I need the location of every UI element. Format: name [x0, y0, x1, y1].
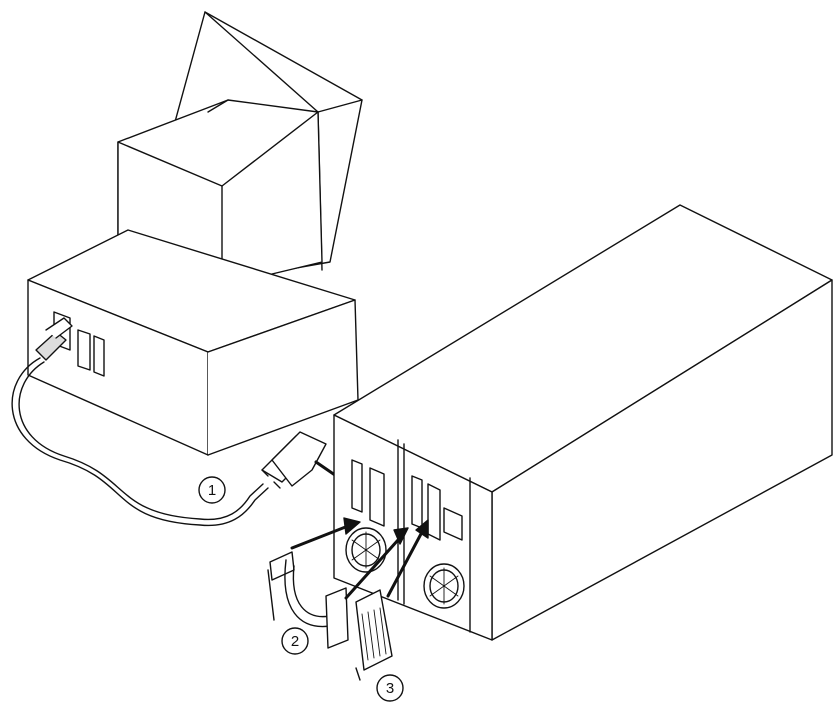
jumper-cable-2 [267, 517, 409, 649]
scsi-cable-1 [11, 357, 361, 527]
callout-2-label: 2 [291, 633, 299, 650]
callout-1-label: 1 [208, 482, 216, 499]
callout-2: 2 [281, 627, 309, 655]
computer-base [27, 229, 359, 456]
monitor [117, 11, 363, 308]
drive-chassis [333, 204, 833, 641]
callout-3-label: 3 [386, 680, 394, 697]
callout-1: 1 [198, 476, 226, 504]
callout-3: 3 [376, 674, 404, 702]
terminator-3 [355, 519, 429, 681]
